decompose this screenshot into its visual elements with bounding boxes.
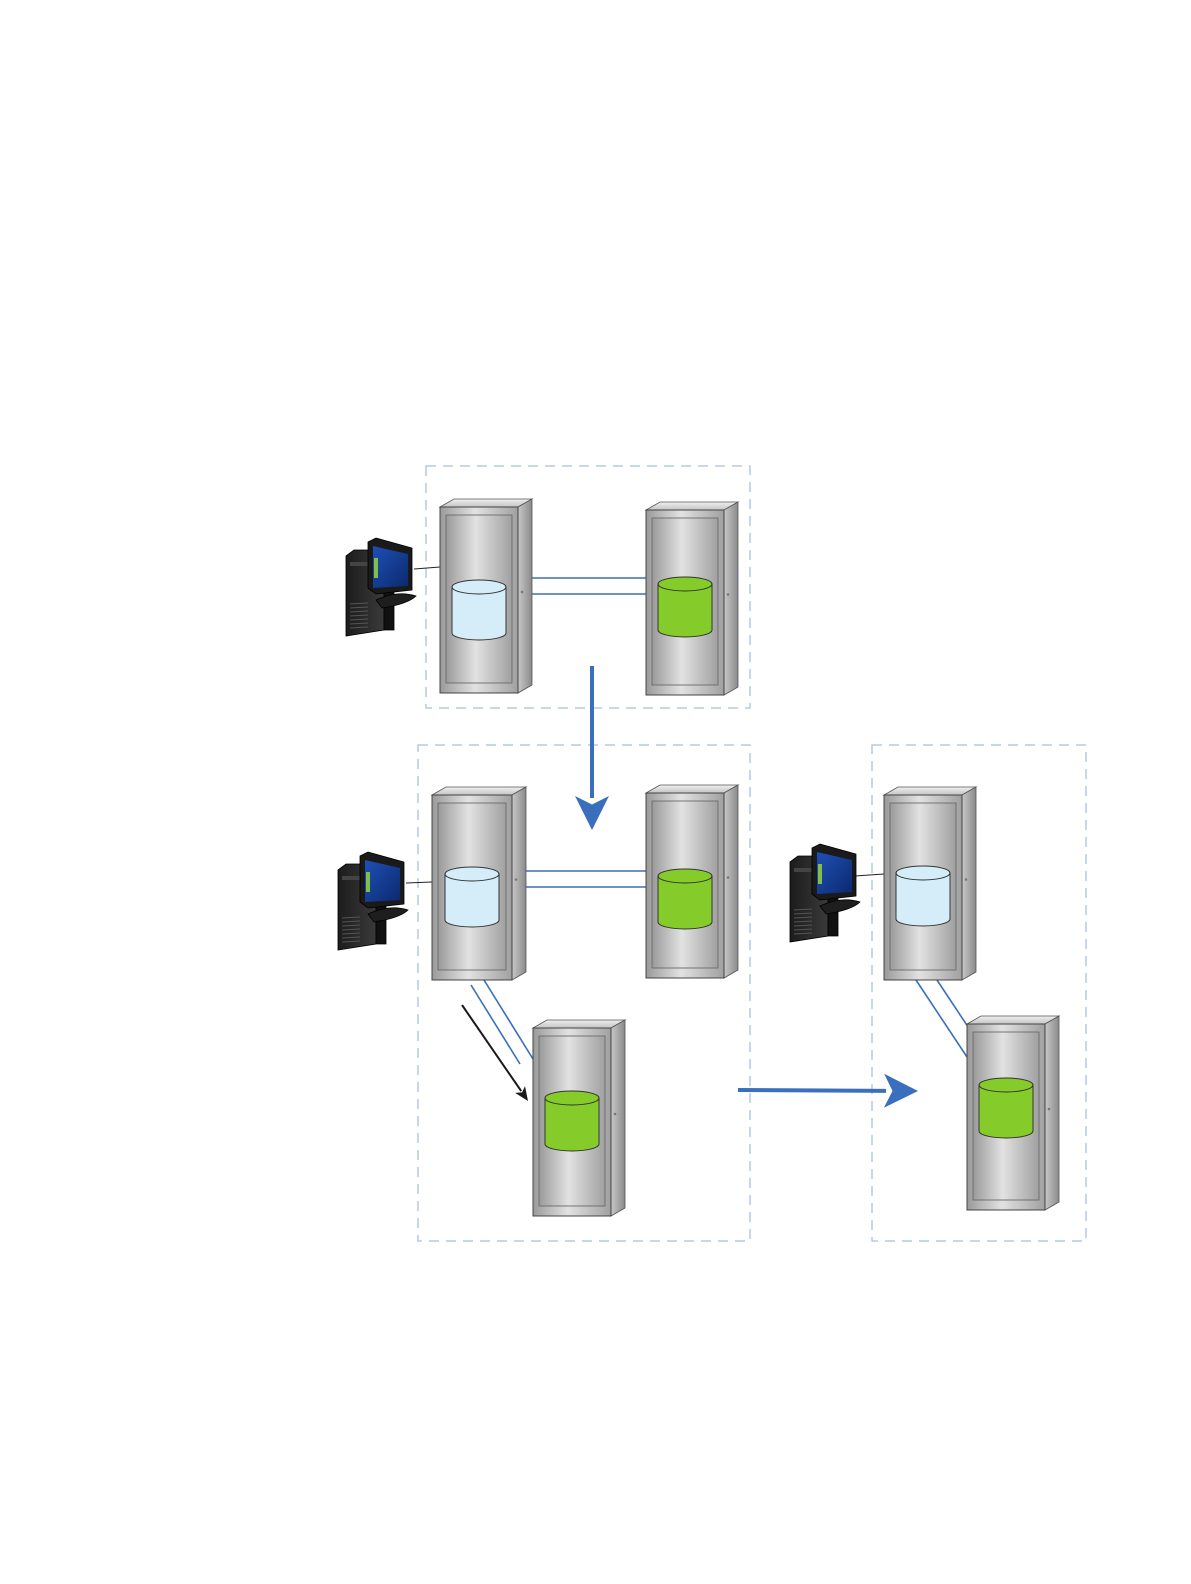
replication-link [532,578,646,594]
storage-cabinet-icon [533,1020,625,1216]
storage-cabinet-icon [646,502,738,695]
primary-volume-icon [445,867,499,927]
replica-volume-icon [545,1091,599,1151]
storage-cabinet-icon [884,787,976,980]
workstation-icon [346,538,416,636]
replica-volume-icon [658,869,712,929]
workstation-icon [790,844,860,942]
storage-cabinet-icon [967,1016,1059,1210]
replica-volume-icon [979,1078,1033,1138]
primary-volume-icon [896,866,950,926]
storage-cabinet-icon [432,787,526,980]
copy-arrow [462,1005,528,1101]
storage-cabinet-icon [440,499,532,693]
replica-volume-icon [658,577,712,637]
replication-link [471,980,533,1064]
host-connection-line [414,567,440,569]
flow-arrow-down [575,666,609,830]
host-connection-line [855,874,884,876]
primary-volume-icon [452,580,506,640]
host-connection-line [406,882,432,883]
storage-cabinet-icon [646,785,738,978]
workstation-icon [338,852,408,950]
replication-link [526,871,646,887]
flow-arrow-right [738,1074,918,1108]
